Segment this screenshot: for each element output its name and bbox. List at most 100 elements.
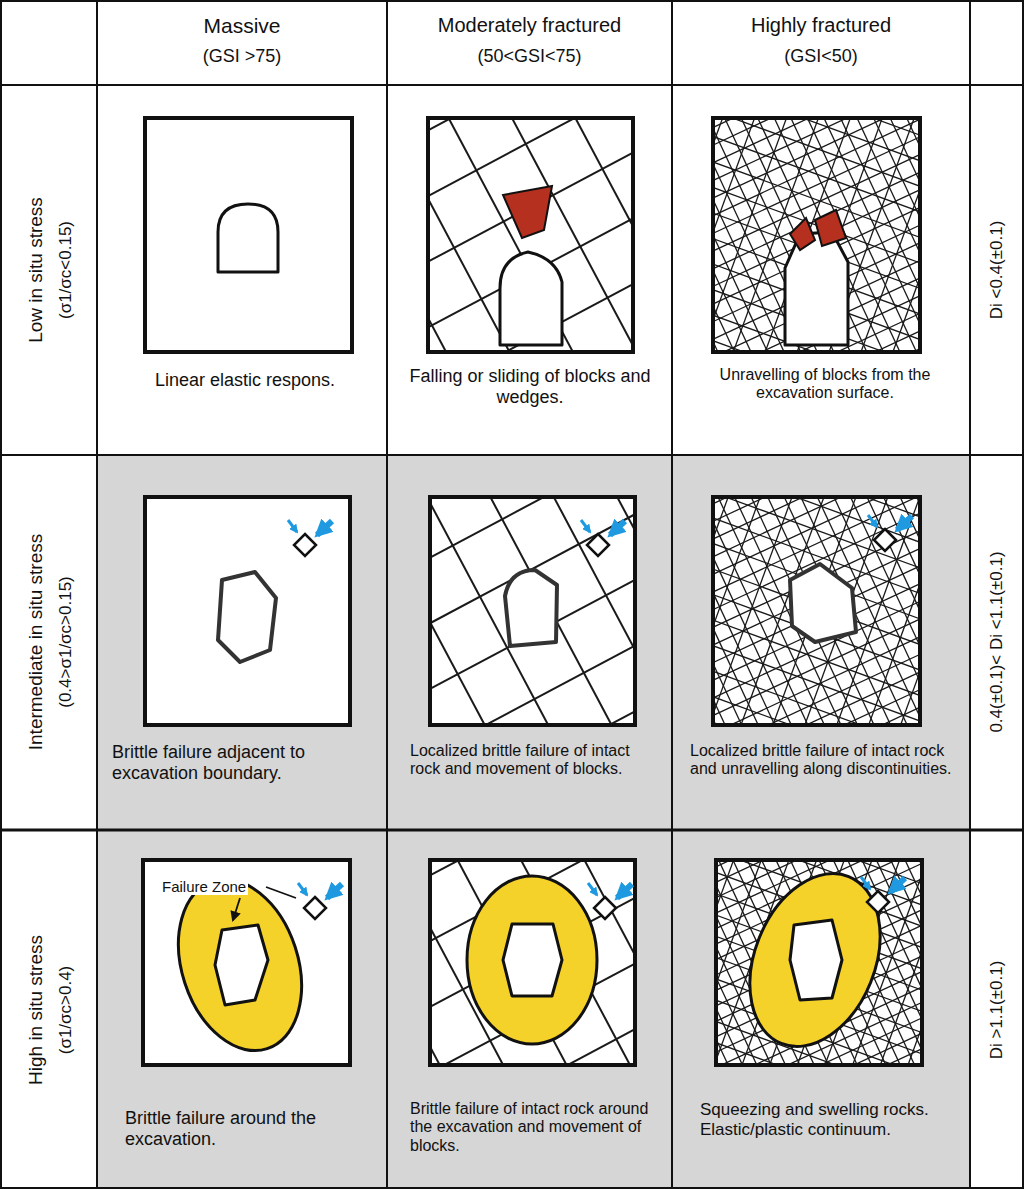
cell-caption: Squeezing and swelling rocks. Elastic/pl… xyxy=(700,1100,960,1139)
column-subheader: (GSI<50) xyxy=(672,46,970,67)
fracture-line xyxy=(713,118,920,248)
row-subheader: (σ1/σc<0.15) xyxy=(56,221,76,319)
fracture-line xyxy=(713,118,916,204)
cell-caption: Localized brittle failure of intact rock… xyxy=(690,742,955,779)
fracture-line xyxy=(713,497,784,725)
column-header: Moderately fractured xyxy=(387,14,672,37)
excavation-outline xyxy=(218,204,278,272)
grey-cells xyxy=(97,455,970,1189)
column-header: Massive xyxy=(97,14,387,38)
fracture-line xyxy=(713,118,920,169)
excavation-outline xyxy=(215,925,268,1005)
excavation-outline xyxy=(790,564,856,642)
cell-caption: Brittle failure of intact rock around th… xyxy=(410,1100,665,1155)
leader-line xyxy=(266,887,296,898)
table-grid xyxy=(0,454,1024,456)
cell-caption: Linear elastic respons. xyxy=(110,370,380,391)
cell-frames xyxy=(143,118,922,1065)
falling-blocks xyxy=(790,218,815,250)
excavation-outline xyxy=(503,924,562,996)
fracture-line xyxy=(430,497,600,550)
fracture-line xyxy=(713,118,910,190)
fracture-line xyxy=(430,555,635,704)
fracture-line xyxy=(760,497,869,725)
stress-symbol xyxy=(588,883,632,919)
failure-zone-rings xyxy=(158,854,905,1067)
fracture-line xyxy=(717,118,920,146)
fracture-line xyxy=(428,118,606,186)
fracture-line xyxy=(735,677,920,725)
cell-caption: Brittle failure around the excavation. xyxy=(125,1108,380,1149)
fracture-line xyxy=(713,547,920,681)
fracture-line xyxy=(457,657,635,725)
fracture-line xyxy=(782,118,892,352)
table-grid xyxy=(671,0,673,1189)
column-subheader: (GSI >75) xyxy=(97,46,387,67)
fracture-line xyxy=(432,240,633,352)
cell-frames xyxy=(143,860,350,1065)
fracture-set xyxy=(713,118,920,352)
grey-cells xyxy=(97,455,970,830)
row-header: High in situ stress xyxy=(25,935,47,1085)
failure-zone-rings xyxy=(726,854,905,1066)
stress-symbol xyxy=(288,515,912,919)
row-header: Low in situ stress xyxy=(25,197,47,343)
fracture-line xyxy=(713,497,920,571)
failure-zone-rings xyxy=(467,876,597,1044)
fracture-line xyxy=(772,118,908,352)
excavation-outline xyxy=(218,572,276,662)
excavation-outline xyxy=(500,252,562,345)
row-subheader: (0.4>σ1/σc>0.15) xyxy=(56,576,76,708)
leader-line xyxy=(233,898,240,920)
cell-frames xyxy=(430,860,635,1065)
column-subheader: (50<GSI<75) xyxy=(387,46,672,67)
stress-symbol xyxy=(288,520,332,556)
table-grid xyxy=(96,0,98,1189)
fracture-line xyxy=(716,860,738,1055)
fracture-line xyxy=(713,553,920,662)
falling-blocks xyxy=(503,186,846,250)
fracture-set xyxy=(430,860,635,1065)
cell-caption: Brittle failure adjacent to excavation b… xyxy=(112,742,382,783)
fracture-line xyxy=(440,118,591,352)
stress-symbol xyxy=(861,877,905,913)
fracture-line xyxy=(862,497,920,703)
fracture-line xyxy=(713,497,728,708)
excavation-outline xyxy=(505,570,557,646)
cell-frames-fill xyxy=(430,860,635,1065)
stress-symbol xyxy=(298,883,342,919)
row-subheader: (σ1/σc>0.4) xyxy=(56,966,76,1055)
fracture-line xyxy=(714,634,920,725)
fracture-set xyxy=(713,497,920,725)
fracture-line xyxy=(838,118,920,352)
disturbance-index: Di <0.4(±0.1) xyxy=(987,221,1007,320)
cell-frames xyxy=(713,118,920,352)
excavation-outline xyxy=(215,204,856,1005)
cell-frames-fill xyxy=(145,497,350,725)
row-header: Intermediate in situ stress xyxy=(25,534,47,750)
cell-frames xyxy=(145,118,352,352)
fracture-line xyxy=(901,512,920,725)
fracture-line xyxy=(879,862,922,1065)
excavation-outline xyxy=(790,920,842,1000)
table-grid xyxy=(0,84,1024,86)
table-grid xyxy=(386,0,388,1189)
fracture-line xyxy=(713,688,918,725)
disturbance-index: 0.4(±0.1)< Di <1.1(±0.1) xyxy=(987,551,1007,732)
stress-symbol xyxy=(581,520,625,556)
fracture-line xyxy=(713,532,920,666)
falling-blocks xyxy=(503,186,552,238)
fracture-line xyxy=(473,497,622,725)
fracture-line xyxy=(428,118,633,237)
fracture-line xyxy=(713,643,920,725)
callout-label: Failure Zone xyxy=(160,878,248,895)
cell-frames xyxy=(428,118,633,352)
fracture-set xyxy=(716,860,922,1065)
fracture-line xyxy=(845,497,920,725)
fracture-set xyxy=(430,497,635,725)
table-grid xyxy=(0,829,1024,832)
